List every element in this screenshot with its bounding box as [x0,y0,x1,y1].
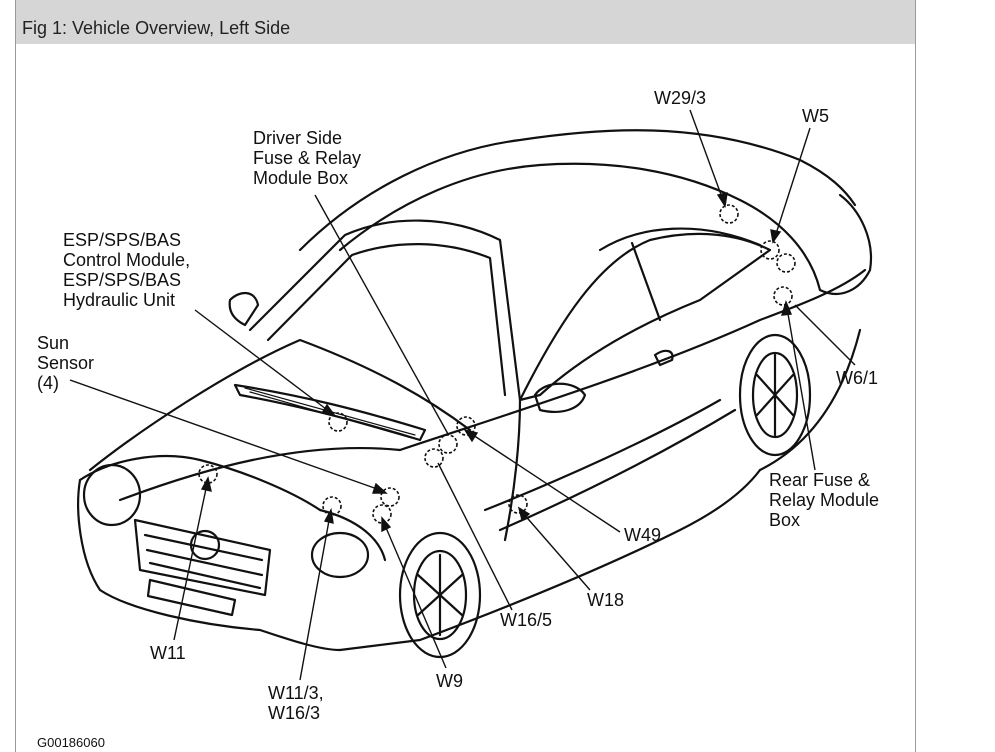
callout-sun-sensor: Sun Sensor (4) [37,333,95,393]
marker-w16-5 [424,448,444,468]
marker-driver-box-b [456,416,476,436]
leader-lines [69,109,856,681]
connector-markers [198,204,796,524]
callout-w18: W18 [587,590,625,610]
callout-esp-module: ESP/SPS/BAS Control Module, ESP/SPS/BAS … [63,230,191,310]
figure-code: G00186060 [37,735,105,750]
callout-driver-side-fuse-box: Driver Side Fuse & Relay Module Box [253,128,362,188]
callout-w11: W11 [150,643,186,663]
marker-w11-3 [322,496,342,516]
figure-title: Fig 1: Vehicle Overview, Left Side [22,18,291,38]
marker-w11 [198,464,218,484]
callout-w29-3: W29/3 [654,88,707,108]
callout-w6-1: W6/1 [836,368,879,388]
callout-w16-5: W16/5 [500,610,553,630]
figure-header: Fig 1: Vehicle Overview, Left Side [16,0,915,44]
car-outline [77,129,873,659]
figure-frame [15,0,916,752]
marker-w29-3 [719,204,739,224]
marker-esp [328,412,348,432]
marker-w9 [372,504,392,524]
marker-sun-sensor [380,487,400,507]
marker-w18 [508,494,528,514]
marker-w6-1 [773,286,793,306]
callout-w5: W5 [802,106,829,126]
callout-w49: W49 [624,525,662,545]
callout-w9: W9 [436,671,463,691]
callout-rear-fuse-box: Rear Fuse & Relay Module Box [769,470,880,530]
marker-driver-box-a [438,434,458,454]
marker-w5-a [760,240,780,260]
callout-w11-3-w16-3: W11/3, W16/3 [268,683,324,723]
marker-w5-b [776,253,796,273]
